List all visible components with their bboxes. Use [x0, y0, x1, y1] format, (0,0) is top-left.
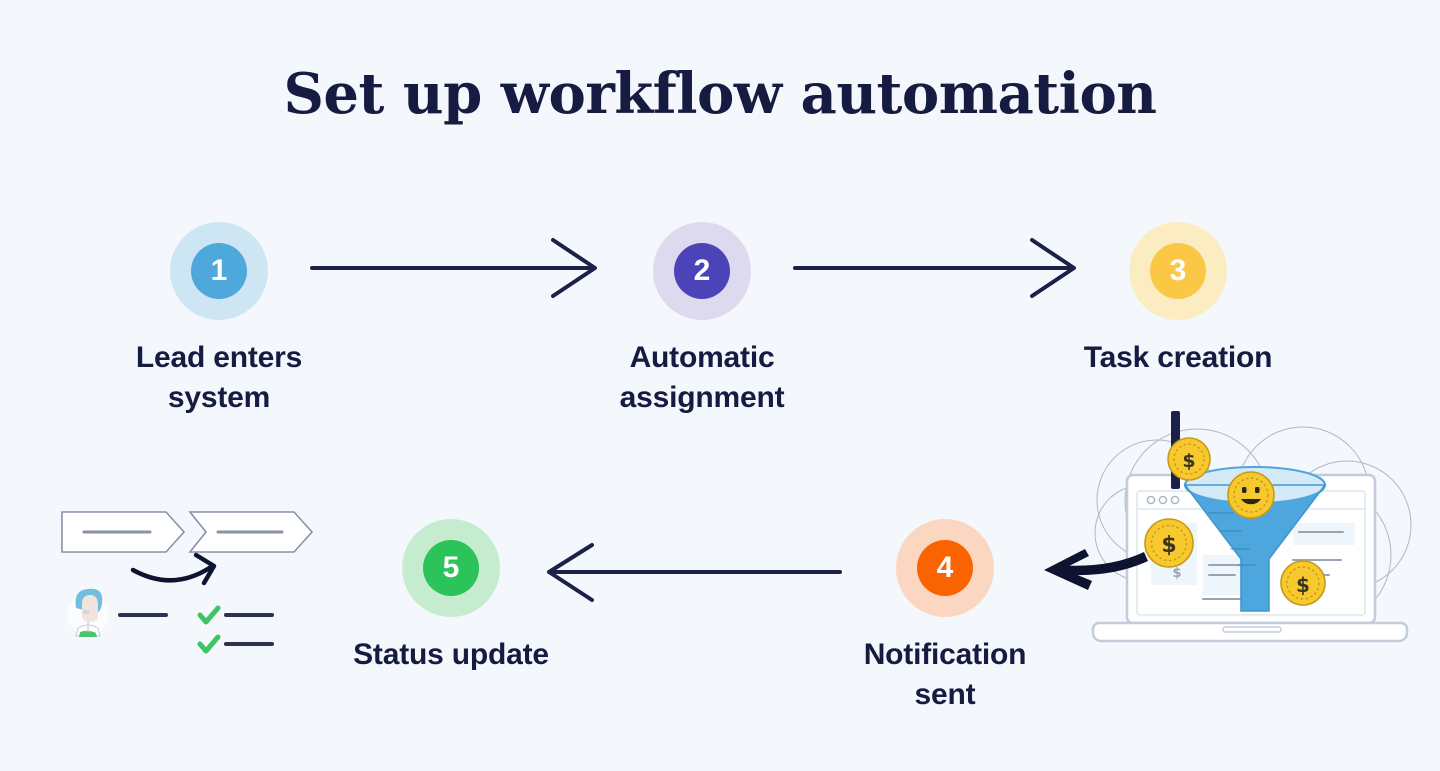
step-number-badge-4: 4 — [917, 540, 973, 596]
workflow-checklist-illustration — [50, 500, 320, 670]
step-node-3[interactable]: 3 Task creation — [1068, 222, 1288, 378]
coin-dollar-right: $ — [1280, 560, 1326, 606]
svg-text:$: $ — [1182, 450, 1195, 472]
step-number-2: 2 — [693, 254, 711, 287]
avatar — [67, 588, 109, 637]
arrow-step2-to-step3 — [793, 238, 1076, 298]
step-number-4: 4 — [936, 551, 954, 584]
coin-smiley — [1227, 471, 1275, 519]
step-node-2[interactable]: 2 Automatic assignment — [592, 222, 812, 417]
step-number-badge-1: 1 — [191, 243, 247, 299]
step-halo-3: 3 — [1129, 222, 1227, 320]
step-node-1[interactable]: 1 Lead enters system — [109, 222, 329, 417]
step-label-2: Automatic assignment — [619, 341, 785, 414]
step-label-1: Lead enters system — [135, 341, 303, 414]
step-node-5[interactable]: 5 Status update — [341, 519, 561, 675]
step-halo-2: 2 — [653, 222, 751, 320]
step-number-badge-5: 5 — [423, 540, 479, 596]
step-number-badge-2: 2 — [674, 243, 730, 299]
coin-dollar-top: $ — [1167, 437, 1211, 481]
step-label-5: Status update — [353, 638, 549, 671]
step-label-3: Task creation — [1083, 341, 1273, 374]
page-title: Set up workflow automation — [283, 61, 1157, 127]
step-label-4: Notification sent — [863, 638, 1027, 711]
svg-text:$: $ — [1161, 533, 1176, 558]
step-halo-1: 1 — [170, 222, 268, 320]
laptop-sales-funnel-illustration: $ $ $ $ — [1085, 405, 1415, 655]
coin-dollar-left: $ $ — [1144, 518, 1194, 581]
step-node-4[interactable]: 4 Notification sent — [835, 519, 1055, 714]
step-halo-5: 5 — [402, 519, 500, 617]
step-number-badge-3: 3 — [1150, 243, 1206, 299]
arrow-step4-to-step5 — [547, 543, 842, 602]
step-number-5: 5 — [442, 551, 460, 584]
step-number-1: 1 — [210, 254, 228, 287]
svg-text:$: $ — [1172, 566, 1181, 581]
step-halo-4: 4 — [896, 519, 994, 617]
svg-text:$: $ — [1296, 573, 1310, 597]
step-number-3: 3 — [1169, 254, 1187, 287]
arrow-step1-to-step2 — [310, 238, 597, 298]
